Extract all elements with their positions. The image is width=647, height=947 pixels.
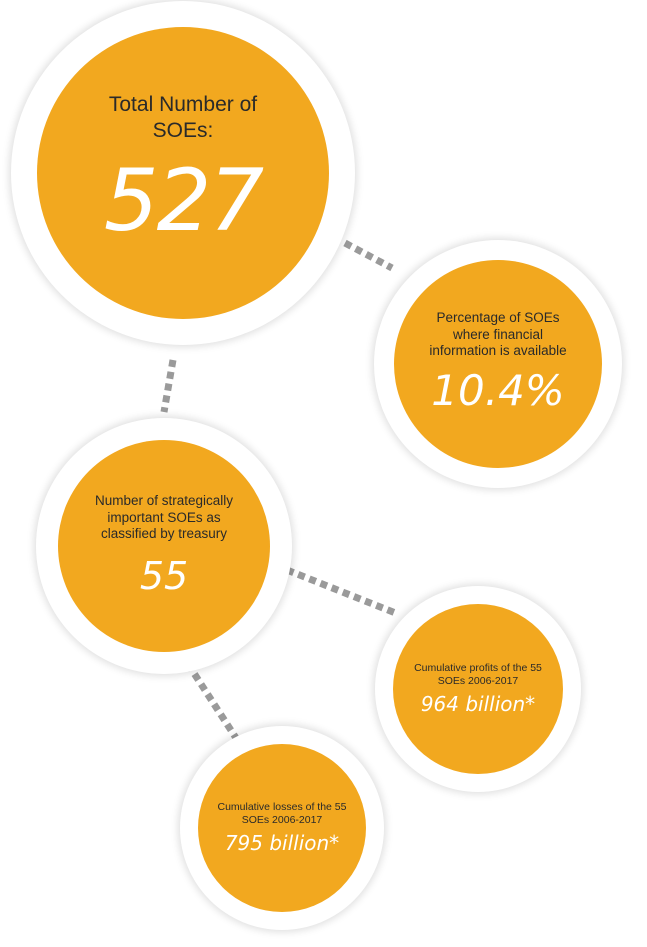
- financial-info-percentage-value: 10.4%: [431, 365, 565, 415]
- cumulative-losses-value: 795 billion*: [224, 830, 340, 855]
- bubble-strategic-soes: Number of strategically important SOEs a…: [36, 418, 292, 674]
- bubble-cumulative-profits: Cumulative profits of the 55 SOEs 2006-2…: [375, 586, 581, 792]
- bubble-total-soes-disc: Total Number of SOEs: 527: [37, 27, 329, 319]
- bubble-strategic-soes-disc: Number of strategically important SOEs a…: [58, 440, 270, 652]
- connector-total-to-strategic: [160, 359, 177, 413]
- bubble-financial-info-percentage-disc: Percentage of SOEs where financial infor…: [394, 260, 602, 468]
- bubble-financial-info-percentage: Percentage of SOEs where financial infor…: [374, 240, 622, 488]
- total-soes-label: Total Number of SOEs:: [108, 93, 258, 142]
- strategic-soes-value: 55: [139, 553, 189, 598]
- connector-total-to-percentage: [343, 239, 394, 272]
- bubble-cumulative-losses-disc: Cumulative losses of the 55 SOEs 2006-20…: [198, 744, 366, 912]
- cumulative-losses-label: Cumulative losses of the 55 SOEs 2006-20…: [217, 801, 347, 826]
- total-soes-value: 527: [103, 150, 264, 251]
- bubble-total-soes: Total Number of SOEs: 527: [11, 1, 355, 345]
- cumulative-profits-value: 964 billion*: [420, 691, 536, 716]
- bubble-cumulative-losses: Cumulative losses of the 55 SOEs 2006-20…: [180, 726, 384, 930]
- connector-strategic-to-profits: [285, 566, 400, 618]
- connector-strategic-to-losses: [185, 662, 239, 740]
- cumulative-profits-label: Cumulative profits of the 55 SOEs 2006-2…: [414, 662, 542, 687]
- financial-info-percentage-label: Percentage of SOEs where financial infor…: [429, 310, 567, 359]
- bubble-cumulative-profits-disc: Cumulative profits of the 55 SOEs 2006-2…: [393, 604, 563, 774]
- strategic-soes-label: Number of strategically important SOEs a…: [94, 493, 234, 542]
